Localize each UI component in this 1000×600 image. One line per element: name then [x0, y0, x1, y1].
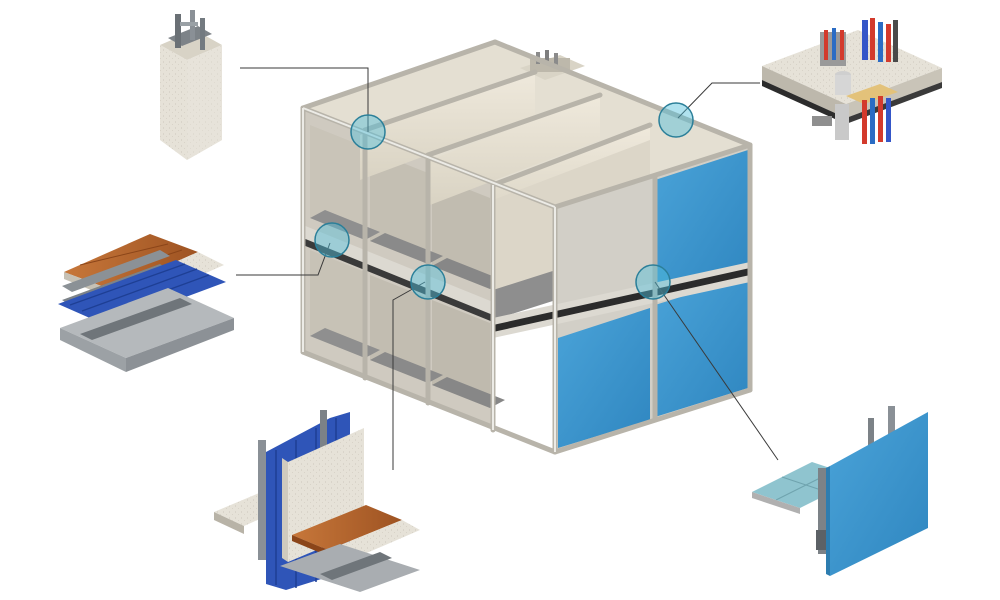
leader-wall-floor-junction: [392, 281, 426, 470]
leader-floor-slab: [236, 242, 331, 276]
leader-column-profile: [240, 67, 369, 132]
leader-cladding-joint: [654, 281, 779, 461]
detail-floor-slab: [58, 234, 234, 372]
callout-circle-floor-slab: [314, 222, 350, 258]
callout-circle-column: [350, 114, 386, 150]
callout-circle-wall-floor: [410, 264, 446, 300]
detail-roof-service: [762, 18, 942, 144]
detail-cladding-joint: [752, 406, 928, 576]
detail-column-profile: [160, 10, 222, 160]
callout-circle-cladding-joint: [635, 264, 671, 300]
modular-building: [300, 39, 753, 455]
detail-wall-floor-junction: [214, 410, 420, 592]
callouts: [236, 67, 779, 470]
callout-circle-roof-service: [658, 102, 694, 138]
leader-roof-service: [677, 82, 760, 119]
leader-lines: [236, 67, 779, 470]
building-frame-highlight: [302, 107, 556, 452]
